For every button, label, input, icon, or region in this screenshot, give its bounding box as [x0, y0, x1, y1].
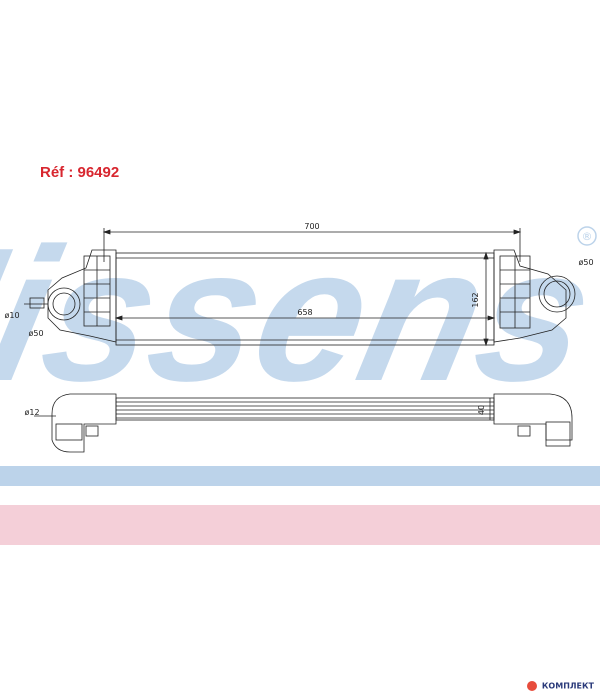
right-tank [493, 249, 567, 343]
left-clamp [55, 423, 83, 441]
right-clamp [545, 421, 571, 447]
footer-logo-text: КОМПЛЕКТ [541, 681, 594, 691]
label-right-port: ø50 [578, 258, 593, 267]
label-core-height: 162 [471, 292, 480, 307]
arrow-core-left [114, 315, 123, 321]
right-bracket [517, 425, 531, 437]
core-side [115, 397, 495, 421]
label-left-pipe: ø10 [4, 311, 19, 320]
left-port-inner [52, 292, 76, 316]
label-bottom-pipe: ø12 [24, 408, 39, 417]
arrow-height-bottom [483, 338, 489, 347]
footer-logo: КОМПЛЕКТ [527, 681, 594, 691]
right-port [538, 275, 576, 313]
arrow-height-top [483, 251, 489, 260]
komplekt-logo-icon [527, 681, 538, 691]
left-bracket [85, 425, 99, 437]
right-port-inner [543, 280, 571, 308]
arrow-right [513, 229, 522, 235]
label-core-length: 658 [297, 308, 312, 317]
reference-number: Réf : 96492 [40, 164, 120, 181]
core-front [115, 252, 495, 346]
right-elbow [493, 393, 573, 441]
label-left-port: ø50 [28, 329, 43, 338]
left-elbow [51, 393, 117, 453]
brand-band-blue [0, 466, 600, 486]
left-pipe [29, 297, 45, 309]
arrow-core-right [487, 315, 496, 321]
arrow-left [102, 229, 111, 235]
registered-mark: ® [582, 230, 593, 243]
left-tank [47, 249, 117, 343]
label-core-depth: 40 [477, 405, 486, 415]
brand-band-pink [0, 505, 600, 545]
label-overall-length: 700 [304, 222, 319, 231]
registered-mark-circle [577, 226, 597, 246]
